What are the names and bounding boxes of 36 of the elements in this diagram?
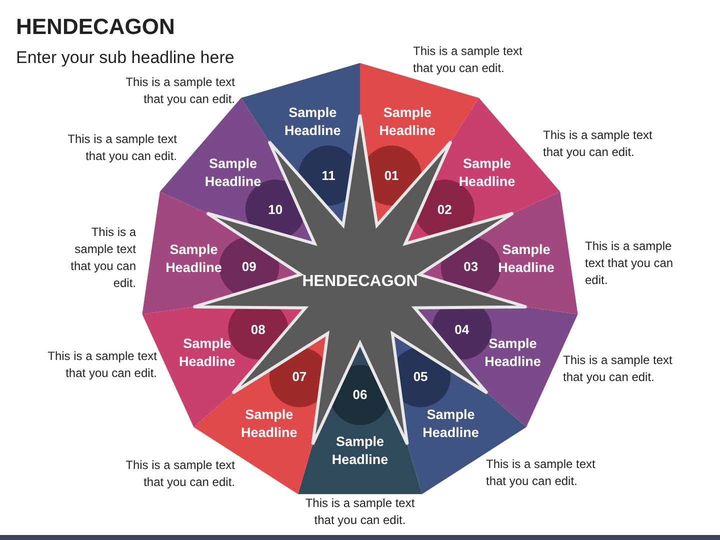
description-text: This is a sample text that you can edit. (66, 131, 177, 165)
number-label: 02 (436, 200, 453, 219)
segment-headline: Sample Headline (484, 334, 542, 371)
title: HENDECAGON (16, 14, 175, 40)
number-label: 01 (383, 166, 400, 185)
segment-headline: Sample Headline (204, 154, 262, 191)
description-text: This is a sample text that you can edit. (486, 456, 596, 490)
segment-headline: Sample Headline (458, 154, 516, 191)
number-label: 10 (267, 200, 284, 219)
segment-headline: Sample Headline (178, 334, 236, 371)
description-text: This is a sample text that you can edit. (124, 74, 235, 108)
description-text: This is a sample text that you can edit. (70, 224, 136, 292)
segment-headline: Sample Headline (164, 241, 223, 278)
description-text: This is a sample text that you can edit. (124, 457, 235, 491)
description-text: This is a sample text that you can edit. (563, 352, 674, 386)
segment-headline: Sample Headline (284, 104, 342, 140)
number-label: 07 (291, 368, 308, 386)
description-text: This is a sample text that you can edit. (304, 495, 416, 529)
description-text: This is a sample text that you can edit. (46, 348, 157, 382)
description-text: This is a sample text that you can edit. (413, 43, 524, 77)
subtitle: Enter your sub headline here (16, 48, 234, 68)
segment-headline: Sample Headline (422, 406, 480, 442)
center-title: HENDECAGON (301, 273, 419, 291)
number-label: 08 (250, 320, 266, 339)
number-label: 06 (352, 386, 368, 404)
segment-headline: Sample Headline (378, 104, 436, 140)
number-label: 11 (320, 166, 336, 185)
segment-headline: Sample Headline (330, 433, 390, 469)
description-text: This is a sample text that you can edit. (543, 127, 654, 161)
number-label: 03 (462, 258, 480, 276)
number-label: 04 (454, 320, 470, 339)
segment-headline: Sample Headline (240, 406, 298, 442)
number-label: 05 (412, 368, 429, 386)
number-label: 09 (240, 258, 258, 276)
segment-headline: Sample Headline (497, 241, 556, 278)
description-text: This is a sample text that you can edit. (585, 238, 674, 289)
